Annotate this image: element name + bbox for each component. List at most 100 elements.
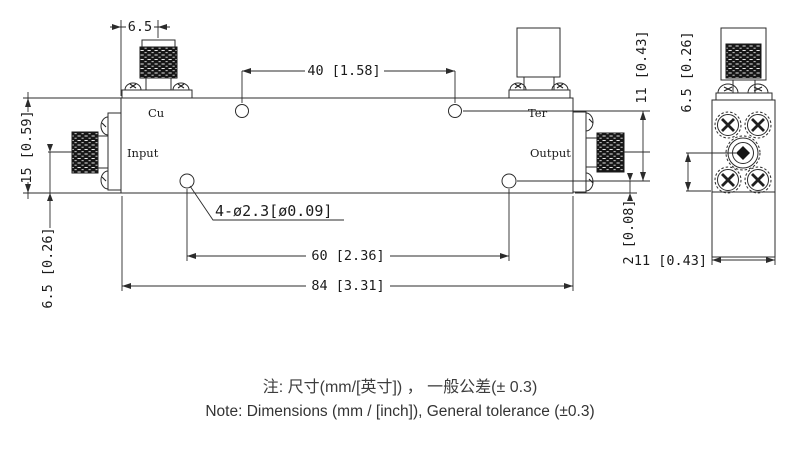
dim-input-offset: 6.5 [0.26]	[40, 144, 72, 309]
screw-slot	[101, 122, 107, 128]
screw-head	[747, 169, 769, 191]
screw-cross	[751, 118, 765, 132]
connector-flange	[715, 92, 773, 101]
flange-screw	[744, 111, 772, 139]
dim-cu-offset: 6.5	[110, 19, 170, 96]
dome-screw	[551, 82, 569, 91]
screw-head	[717, 114, 739, 136]
dim-text-row-gap: 11 [0.43]	[634, 30, 650, 103]
output-connector	[572, 111, 650, 193]
screw-slot	[556, 83, 564, 89]
leader-line	[189, 185, 344, 221]
connector-flange	[572, 111, 587, 193]
center-pin	[736, 146, 750, 160]
knurl-nut	[71, 131, 99, 174]
mounting-hole	[179, 173, 195, 189]
dim-text-end-width: 11 [0.43]	[634, 253, 707, 269]
flange-screw	[714, 111, 742, 139]
knurl-nut	[725, 43, 762, 79]
end-view-top-connector	[715, 27, 773, 101]
connector-flange	[508, 89, 571, 99]
screw-head	[717, 169, 739, 191]
screw-thread-circle	[714, 166, 742, 194]
note-chinese: 注: 尺寸(mm/[英寸]) ， 一般公差(± 0.3)	[262, 379, 538, 396]
dome-screw	[100, 170, 109, 190]
dome-screw	[747, 83, 769, 94]
dim-hole-row-gap: 11 [0.43]	[463, 30, 650, 182]
dim-body-height: 15 [0.59]	[19, 92, 121, 199]
dim-text-body-length: 84 [3.31]	[311, 278, 384, 294]
arrowhead	[685, 153, 691, 191]
dome-screw	[585, 112, 594, 132]
screw-thread-circle	[714, 111, 742, 139]
screw-slot	[753, 86, 763, 92]
dim-bottom-hole-span: 60 [2.36]	[186, 189, 510, 264]
screw-slot	[101, 176, 107, 182]
extension-line	[23, 97, 121, 194]
extension-line	[120, 20, 159, 96]
screw-slot	[129, 83, 137, 89]
dim-text-bottom-hole-span: 60 [2.36]	[311, 248, 384, 264]
dome-screw	[172, 82, 190, 91]
input-port-label: Input	[127, 146, 159, 160]
dim-text-body-height: 15 [0.59]	[19, 110, 35, 183]
dome-screw	[585, 172, 594, 192]
flange-screw	[714, 166, 742, 194]
dim-end-center-offset: 6.5 [0.26]	[679, 31, 736, 192]
mounting-holes	[179, 104, 517, 189]
dim-text-top-hole-span: 40 [1.58]	[307, 63, 380, 79]
plan-view: Cu Input Ter Output	[71, 27, 650, 194]
termination-neck	[523, 76, 555, 91]
end-view-body	[711, 99, 776, 258]
dim-top-hole-span: 40 [1.58]	[241, 63, 456, 103]
dome-screw	[124, 82, 142, 91]
mounting-hole	[235, 104, 249, 118]
extension-line	[186, 189, 510, 261]
coax-connector-face	[725, 135, 761, 171]
screw-head	[747, 114, 769, 136]
dome-screw	[717, 83, 739, 94]
screw-thread-circle	[744, 166, 772, 194]
coupled-port-connector	[121, 39, 193, 99]
technical-drawing: Cu Input Ter Output 6.5 40 [1.58] 11 [0.…	[19, 19, 776, 309]
termination-body	[516, 27, 561, 78]
connector-flange	[121, 89, 193, 99]
dim-edge-gap: 2 [0.08]	[575, 173, 637, 265]
connector-barrel	[97, 135, 109, 169]
input-connector	[71, 112, 122, 191]
connector-flange	[107, 112, 122, 191]
screw-cross	[721, 173, 735, 187]
dome-screw	[509, 82, 527, 91]
knurl-nut	[596, 132, 625, 173]
coupled-port-label: Cu	[148, 106, 164, 120]
termination-block	[508, 27, 571, 99]
mounting-hole	[448, 104, 462, 118]
connector-barrel	[145, 77, 172, 91]
output-port-label: Output	[530, 146, 571, 160]
dim-text-edge-gap: 2 [0.08]	[621, 199, 637, 264]
dim-text-end-center-offset: 6.5 [0.26]	[679, 31, 695, 112]
extension-line	[121, 196, 574, 291]
dim-end-width: 11 [0.43]	[634, 253, 776, 269]
screw-slot	[514, 83, 522, 89]
extension-line	[241, 71, 456, 103]
extension-line	[686, 152, 736, 192]
connector-cap	[141, 39, 176, 48]
terminated-port-label: Ter	[528, 106, 548, 120]
flange-screw	[744, 166, 772, 194]
dome-screw	[100, 116, 109, 136]
dim-body-length: 84 [3.31]	[121, 196, 574, 294]
screw-slot	[723, 86, 733, 92]
dim-text-input-offset: 6.5 [0.26]	[40, 227, 56, 308]
hole-callout: 4-ø2.3[ø0.09]	[189, 185, 344, 221]
hole-callout-text: 4-ø2.3[ø0.09]	[215, 202, 332, 220]
note-english: Note: Dimensions (mm / [inch]), General …	[205, 403, 595, 420]
screw-cross	[751, 173, 765, 187]
screw-slot	[588, 118, 594, 124]
mounting-hole	[501, 173, 517, 189]
coupler-body-outline	[120, 97, 574, 194]
extension-line	[463, 110, 650, 182]
screw-slot	[177, 83, 185, 89]
end-view: 6.5 [0.26] 11 [0.43]	[634, 27, 776, 269]
